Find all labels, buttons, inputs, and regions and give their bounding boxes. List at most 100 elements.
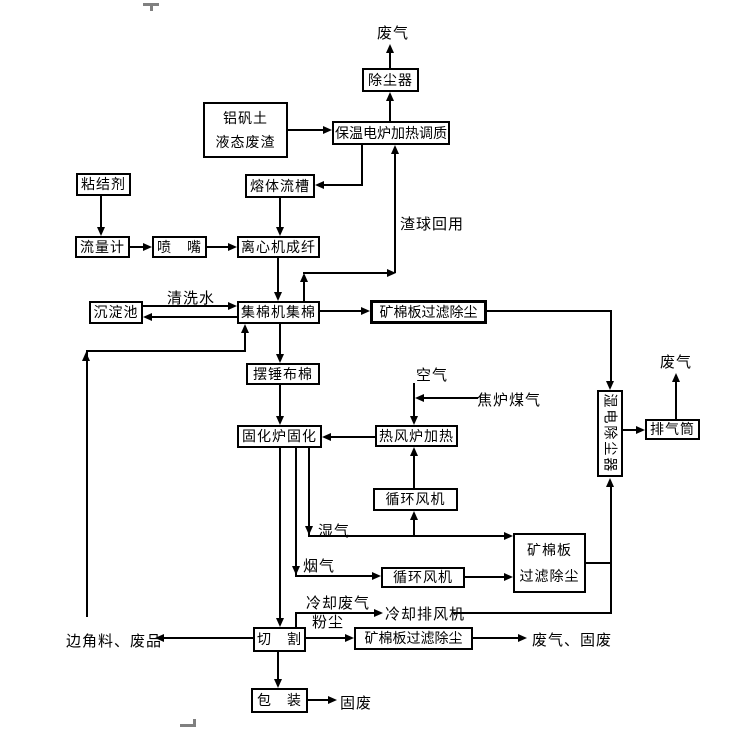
edge-cooling-h1 [295,612,374,614]
node-packaging: 包 装 [251,688,308,713]
node-centrifuge-fiberizing: 离心机成纤 [237,236,320,258]
node-label: 循环风机 [385,491,446,508]
edge-flowmeter-nozzle [130,246,144,248]
edge-slag-recycle-v2 [394,154,396,273]
label-slag-ball-recycle: 渣球回用 [400,216,465,233]
node-circulating-fan-1: 循环风机 [373,488,458,511]
arrow-down [274,292,282,301]
edge-filtermid-esp-h [586,562,612,564]
edge-binder-flowmeter [100,196,102,228]
label-flue-gas: 烟气 [303,558,336,575]
node-flow-meter: 流量计 [75,236,130,258]
arrow-left [322,433,331,441]
node-label: 固化炉固化 [242,428,317,445]
arrow-down [276,354,284,363]
arrow-down [292,566,300,575]
node-label: 矿棉板过滤除尘 [364,630,463,647]
edge-dustcollector-wastegas [389,52,391,68]
edge-melt-centrifuge [279,198,281,229]
edge-furnace-dustcollector [389,101,391,121]
node-label: 集棉机集棉 [241,304,316,321]
arrow-right [328,696,337,704]
arrow-right [143,243,152,251]
node-bauxite-liquid-slag: 铝矾土 液态废渣 [203,102,288,158]
page-margin-mark [150,6,153,11]
label-scrap-waste: 边角料、废品 [66,633,163,650]
node-curing-furnace: 固化炉固化 [237,425,322,448]
node-holding-electric-furnace: 保温电炉加热调质 [332,121,450,145]
arrow-down [276,227,284,236]
edge-pendulum-curing [279,385,281,417]
edge-esp-stack [623,429,636,431]
node-mineral-wool-filter-top: 矿棉板过滤除尘 [370,300,487,324]
edge-cutting-scrap [164,637,253,639]
arrow-up [241,324,249,333]
arrow-right [374,609,383,617]
label-cooling-waste-gas: 冷却废气 [306,595,371,612]
label-wet-gas: 湿气 [318,523,351,540]
edge-slag-recycle-h [303,272,388,274]
edge-filterbottom-out [473,637,518,639]
edge-packaging-solidwaste [308,699,328,701]
node-circulating-fan-2: 循环风机 [381,567,465,588]
edge-fan2-filtermid [465,576,504,578]
node-label: 喷 嘴 [157,238,202,255]
node-binder: 粘结剂 [76,173,131,196]
arrow-up [606,478,614,487]
arrow-left [155,634,164,642]
arrow-right [387,269,396,277]
label-air: 空气 [416,367,449,384]
arrow-right [504,532,513,540]
node-cooling-exhaust-fan: 冷却排风机 [385,606,466,623]
edge-cotton-filtertop [320,310,361,312]
arrow-right [361,307,370,315]
arrow-up [82,352,90,361]
edge-centrifuge-cotton [277,258,279,293]
node-label: 切 割 [257,631,302,648]
edge-settling-cotton [143,305,230,307]
edge-wetgas-fan1 [413,519,415,536]
edge-scrap-recycle-h [86,350,246,352]
edge-filtermid-esp-v [610,487,612,614]
arrow-up [386,92,394,101]
arrow-down [410,416,418,425]
edge-cooling-v [295,613,297,627]
arrow-up [672,373,680,382]
node-label: 沉淀池 [93,304,139,321]
node-label: 摆锤布棉 [253,365,313,382]
node-label: 铝矾土 [223,109,268,126]
node-label: 循环风机 [393,569,453,586]
edge-cotton-pendulum [279,324,281,355]
arrow-up [386,44,394,53]
node-hot-blast-stove: 热风炉加热 [375,425,458,447]
edge-bauxite-furnace [288,129,324,131]
edge-wetgas-v [308,448,310,536]
edge-fluegas-v [295,448,297,576]
node-mineral-wool-filter-mid: 矿棉板 过滤除尘 [513,533,586,593]
arrow-right [345,634,354,642]
node-settling-pool: 沉淀池 [89,301,143,324]
edge-fan1-hotblast [413,456,415,488]
edge-nozzle-centrifuge [207,246,228,248]
label-dust: 粉尘 [312,614,345,631]
edge-cooling-h2 [453,612,612,614]
edge-cotton-settling [152,316,237,318]
edge-air-hotblast [413,383,415,417]
node-cotton-collector: 集棉机集棉 [237,301,320,324]
arrow-up [410,447,418,456]
arrow-right [372,572,381,580]
node-label: 湿电除尘器 [602,393,619,474]
arrow-right [228,302,237,310]
edge-furnace-melt-h [324,184,363,186]
node-melt-channel: 熔体流槽 [245,174,315,198]
node-mineral-wool-filter-bottom: 矿棉板过滤除尘 [354,627,473,650]
arrow-down [606,381,614,390]
edge-stack-wastegas [675,382,677,419]
edge-curing-cutting [279,448,281,619]
node-exhaust-stack: 排气筒 [645,419,700,440]
edge-hotblast-curing [331,436,375,438]
edge-fluegas-h [295,575,372,577]
node-label: 矿棉板过滤除尘 [379,303,478,320]
arrow-down [274,679,282,688]
